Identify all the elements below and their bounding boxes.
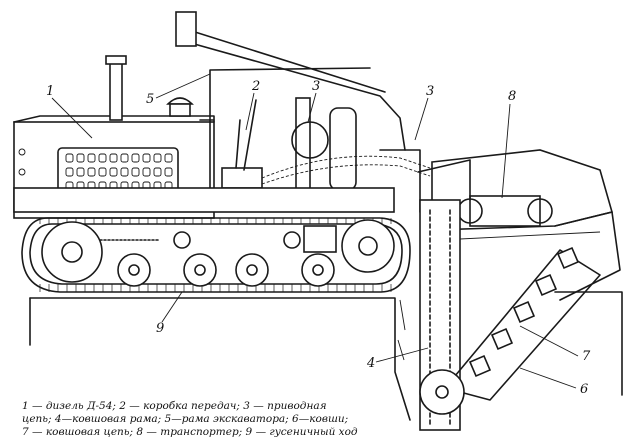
bucket <box>556 246 580 270</box>
callout-8: 8 <box>508 89 516 104</box>
grille-slot <box>131 167 140 177</box>
bucket <box>534 273 558 297</box>
excavator-frame <box>175 11 406 191</box>
callout-6: 6 <box>580 382 588 397</box>
gearbox <box>221 97 357 191</box>
grille-slot <box>76 167 85 177</box>
road-wheel-hub <box>194 264 206 276</box>
bucket-frame <box>417 159 601 431</box>
conveyor <box>431 149 621 301</box>
callout-3a: 3 <box>312 79 320 94</box>
crawler-track <box>21 217 411 293</box>
grille-slot <box>153 153 162 163</box>
support-roller <box>283 231 301 249</box>
drive-sprocket <box>341 219 395 273</box>
road-wheel <box>183 253 217 287</box>
road-wheel <box>301 253 335 287</box>
caption-line-1: 1 — дизель Д-54; 2 — коробка передач; 3 … <box>22 400 327 412</box>
callout-5: 5 <box>146 92 154 107</box>
sprocket-hub <box>358 236 378 256</box>
support-roller <box>173 231 191 249</box>
grille-slot <box>87 167 96 177</box>
bucket <box>490 327 514 351</box>
grille-slot <box>120 167 129 177</box>
buckets <box>468 246 580 378</box>
caption-line-3: 7 — ковшовая цепь; 8 — транспортер; 9 — … <box>22 426 358 438</box>
grille-slot <box>153 167 162 177</box>
grille-slot <box>164 153 173 163</box>
figure-caption: 1 — дизель Д-54; 2 — коробка передач; 3 … <box>22 400 622 439</box>
callout-1: 1 <box>46 84 54 99</box>
road-wheel <box>235 253 269 287</box>
road-wheel-hub <box>246 264 258 276</box>
callout-2: 2 <box>251 79 260 94</box>
road-wheel <box>117 253 151 287</box>
callout-9: 9 <box>156 321 164 336</box>
grille-slot <box>109 167 118 177</box>
idler-hub <box>61 241 83 263</box>
drive-chain <box>261 155 431 185</box>
road-wheel-hub <box>128 264 140 276</box>
chassis <box>13 149 421 213</box>
grille-slot <box>142 153 151 163</box>
grille-slot <box>131 153 140 163</box>
bucket <box>468 354 492 378</box>
caption-line-2: цепь; 4—ковшовая рама; 5—рама экскаватор… <box>22 413 349 425</box>
grille-slot <box>98 167 107 177</box>
road-wheel-hub <box>312 264 324 276</box>
road-wheels <box>41 219 395 287</box>
grille-slot <box>98 153 107 163</box>
grille-slot <box>142 167 151 177</box>
callout-3b: 3 <box>426 84 434 99</box>
callout-4: 4 <box>366 356 375 371</box>
grille-slot <box>164 167 173 177</box>
grille-slot <box>76 153 85 163</box>
grille-slot <box>65 167 74 177</box>
grille-slot <box>109 153 118 163</box>
grille-slot <box>65 153 74 163</box>
callout-7: 7 <box>582 349 591 364</box>
grille-slot <box>87 153 96 163</box>
callouts: 1 2 3 3 4 5 6 7 8 9 <box>46 73 591 397</box>
idler-wheel <box>41 221 103 283</box>
bucket <box>512 300 536 324</box>
track-treads <box>39 218 392 292</box>
grille-slot <box>120 153 129 163</box>
